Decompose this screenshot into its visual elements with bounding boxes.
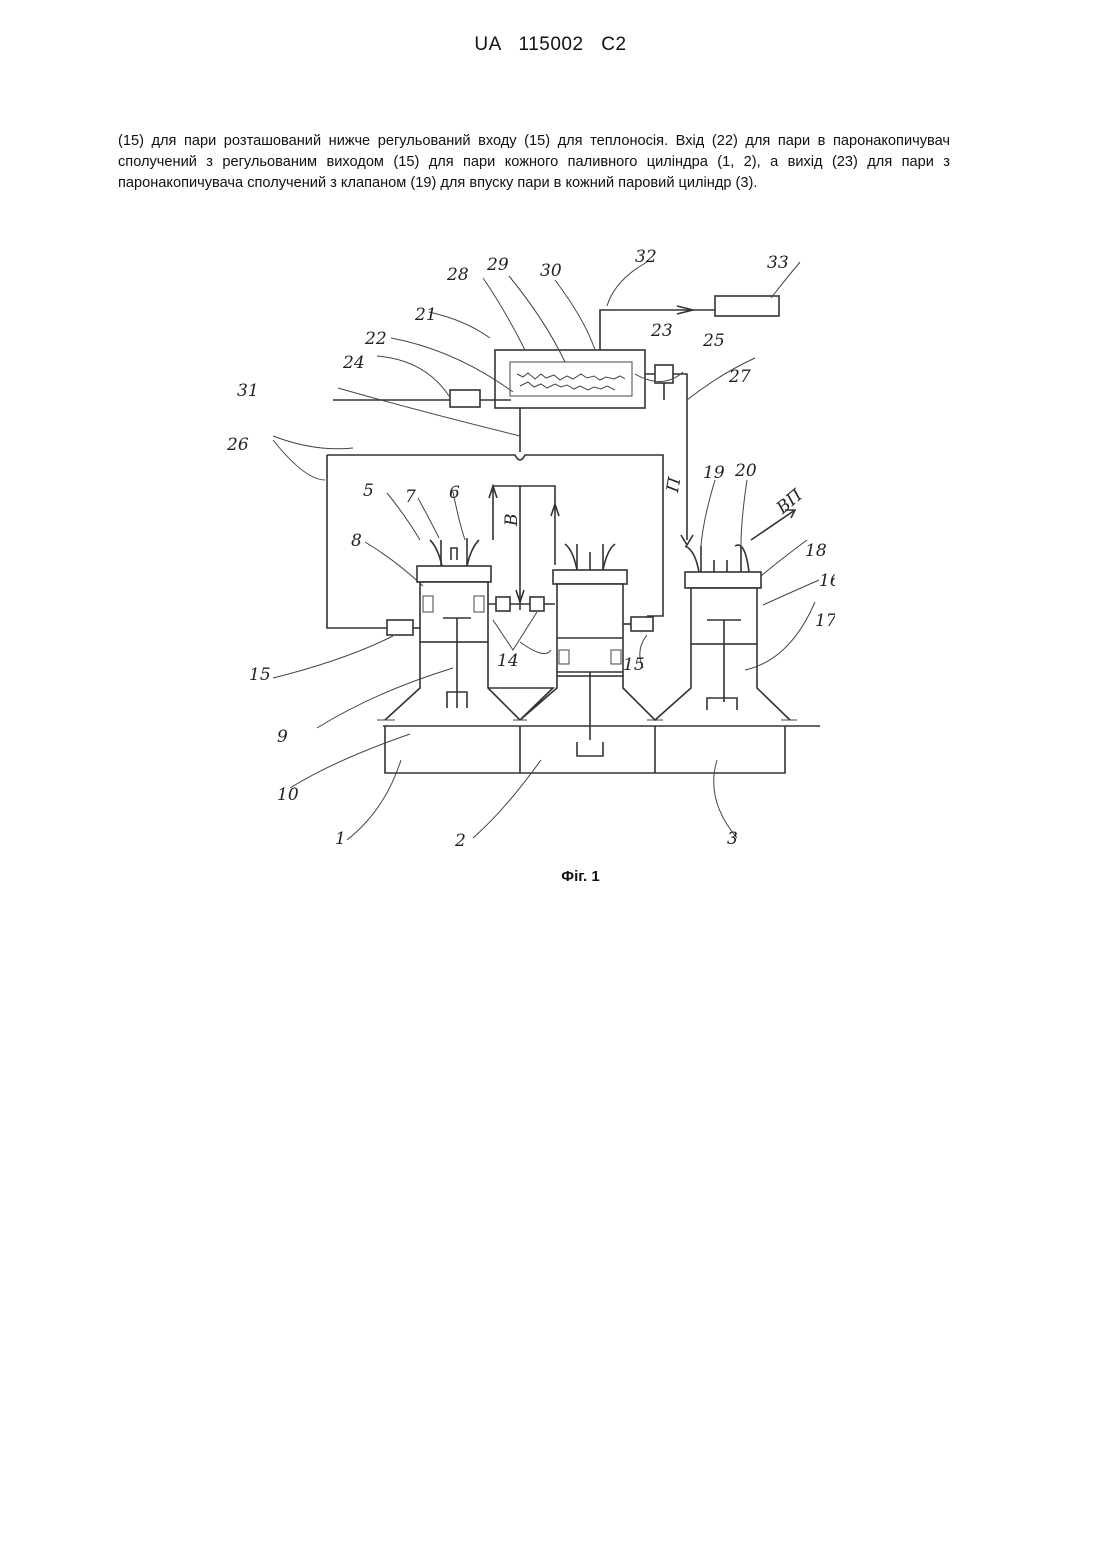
label-15b: 15 <box>623 655 645 675</box>
label-29: 29 <box>486 255 509 275</box>
consumer-box-33 <box>715 296 779 316</box>
label-P: П <box>663 475 686 495</box>
body-paragraph: (15) для пари розташований нижче регульо… <box>118 131 950 194</box>
label-28: 28 <box>446 265 469 285</box>
connector-14b <box>530 597 544 611</box>
label-BP: ВП <box>772 485 807 519</box>
valve-15-right <box>631 617 653 631</box>
label-26: 26 <box>226 435 249 455</box>
label-8: 8 <box>351 531 362 551</box>
label-6: 6 <box>449 483 460 503</box>
label-15a: 15 <box>249 665 271 685</box>
label-33: 33 <box>767 253 789 273</box>
label-31: 31 <box>237 381 259 401</box>
label-7: 7 <box>405 487 416 507</box>
label-17: 17 <box>815 611 835 631</box>
label-32: 32 <box>635 247 657 267</box>
label-22: 22 <box>364 329 387 349</box>
label-14: 14 <box>497 651 519 671</box>
valve-24 <box>450 390 480 407</box>
valve-15-left <box>387 620 413 635</box>
label-30: 30 <box>540 261 562 281</box>
label-9: 9 <box>277 727 288 747</box>
connector-14a <box>496 597 510 611</box>
figure-caption: Фіг. 1 <box>0 868 1101 885</box>
patent-header: UA 115002 C2 <box>0 34 1101 56</box>
label-5: 5 <box>363 481 374 501</box>
patent-figure-diagram: 28 29 30 32 33 21 22 24 23 25 27 31 26 5… <box>215 240 835 860</box>
valve-25 <box>655 365 673 383</box>
fuel-cylinder-1 <box>417 538 491 708</box>
label-21: 21 <box>414 305 437 325</box>
steam-accumulator <box>495 350 645 408</box>
label-27: 27 <box>728 367 751 387</box>
label-16: 16 <box>819 571 835 591</box>
label-1: 1 <box>335 829 346 849</box>
label-3: 3 <box>727 829 738 849</box>
label-19: 19 <box>703 463 725 483</box>
label-2: 2 <box>454 831 466 851</box>
label-23: 23 <box>650 321 673 341</box>
label-24: 24 <box>342 353 365 373</box>
fuel-cylinder-2 <box>553 544 627 740</box>
label-18: 18 <box>805 541 827 561</box>
label-10: 10 <box>277 785 299 805</box>
label-25: 25 <box>702 331 725 351</box>
label-B: В <box>502 514 522 528</box>
label-20: 20 <box>734 461 757 481</box>
